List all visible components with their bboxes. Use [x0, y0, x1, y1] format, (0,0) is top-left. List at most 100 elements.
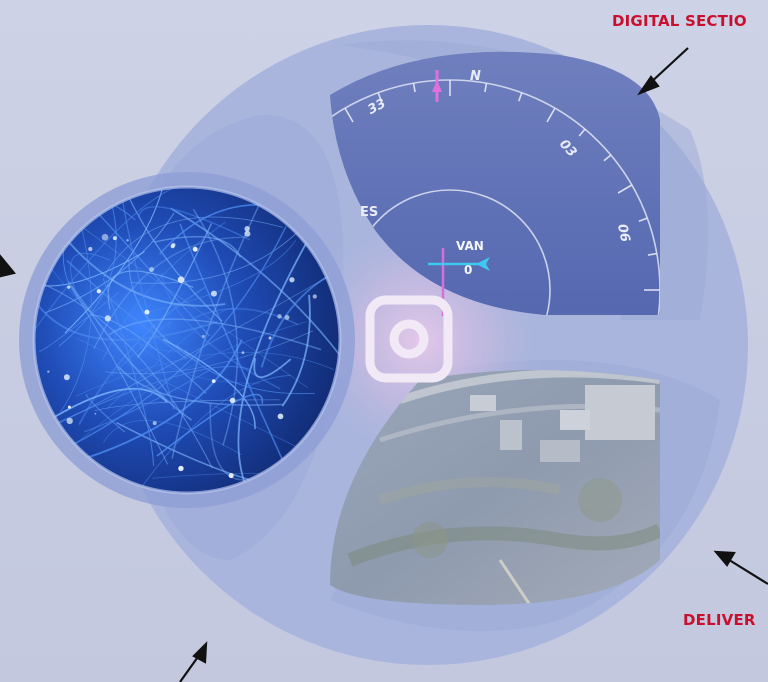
arrow-top-right [647, 47, 689, 86]
flight-route [34, 187, 177, 337]
flight-route [108, 318, 322, 351]
flight-route [154, 235, 242, 258]
flight-route [103, 420, 242, 455]
flight-route [58, 187, 117, 347]
flight-route [60, 226, 92, 413]
callout-bottom-right: DELIVER [683, 611, 756, 629]
city-light [112, 236, 117, 241]
compass-tick [377, 92, 383, 102]
city-light [284, 315, 290, 320]
city-light [149, 267, 155, 272]
flight-route [39, 291, 120, 352]
city-light [268, 336, 272, 340]
compass-tick [517, 92, 523, 102]
city-light [210, 290, 217, 297]
flight-route [117, 366, 283, 406]
compass-tick [638, 217, 648, 223]
city-light [277, 314, 282, 319]
city-light [94, 412, 97, 415]
arrow-left-head [0, 254, 16, 278]
city-light [144, 309, 150, 315]
compass-tick [344, 107, 354, 123]
flight-route [140, 375, 291, 489]
flight-route [67, 226, 287, 448]
heading-marker-tip [432, 80, 442, 92]
city-light [66, 417, 73, 425]
city-light [47, 370, 50, 373]
flight-route [75, 351, 334, 397]
flight-route [64, 187, 164, 334]
flight-route [68, 339, 243, 465]
flight-route [192, 208, 239, 446]
city-light [104, 315, 111, 322]
city-light [211, 379, 216, 384]
flight-routes [34, 187, 340, 489]
compass-tick [546, 107, 556, 123]
flight-route [209, 403, 253, 481]
flight-route [101, 221, 226, 361]
callout-top-right: DIGITAL SECTIO [612, 12, 747, 30]
flight-route [93, 236, 247, 349]
arrows [0, 47, 768, 682]
city-light [63, 374, 70, 381]
flight-route [70, 252, 111, 297]
city-light [126, 239, 129, 242]
city-light [244, 230, 251, 237]
flight-route [136, 223, 213, 358]
flight-route [107, 270, 194, 310]
city-light [289, 277, 295, 283]
city-light [67, 285, 71, 289]
city-light [96, 289, 101, 294]
city-light [101, 233, 109, 241]
city-light [229, 397, 236, 404]
aerial-photo-panel [330, 370, 660, 605]
city-light [177, 276, 185, 283]
city-light [178, 465, 184, 472]
compass-tick [617, 184, 633, 194]
night-earth-globe [19, 172, 355, 508]
flight-route [170, 207, 340, 358]
city-light [277, 413, 284, 420]
flight-route [34, 387, 168, 430]
compass-tick [578, 128, 586, 137]
flight-route [111, 321, 172, 377]
flight-route [48, 266, 340, 429]
flight-route [176, 344, 316, 395]
compass-tick [603, 154, 612, 162]
flight-route [106, 307, 233, 410]
flight-route [128, 260, 198, 363]
arrow-bottom-right [725, 557, 768, 585]
compass-tick [484, 83, 488, 93]
flight-route [57, 228, 226, 307]
city-light [201, 334, 205, 338]
flight-route [179, 223, 285, 464]
flight-route [90, 314, 207, 394]
heading-label-n: N [470, 69, 481, 84]
flight-route [76, 337, 296, 447]
city-light [67, 405, 71, 409]
arrow-bottom-left-head [192, 641, 208, 664]
flight-route [115, 296, 260, 384]
course-arrowhead [476, 257, 490, 271]
city-light [170, 244, 175, 249]
flight-route [34, 296, 218, 341]
flight-route [281, 294, 311, 407]
compass-tick [412, 83, 416, 93]
flight-route [138, 206, 251, 241]
flight-route [102, 278, 155, 466]
camera-icon [365, 295, 453, 383]
flight-route [43, 365, 250, 430]
flight-route [237, 236, 311, 484]
city-light [241, 351, 245, 355]
heading-label-06: 06 [614, 223, 632, 244]
compass-tick [647, 252, 657, 256]
flight-route [85, 200, 210, 337]
marker-label-van: VAN [456, 239, 484, 253]
marker-label-zero: 0 [464, 263, 472, 277]
flight-route [94, 399, 280, 412]
flight-route [78, 286, 206, 426]
arrow-bottom-right-head [713, 550, 736, 567]
city-light [192, 246, 198, 252]
